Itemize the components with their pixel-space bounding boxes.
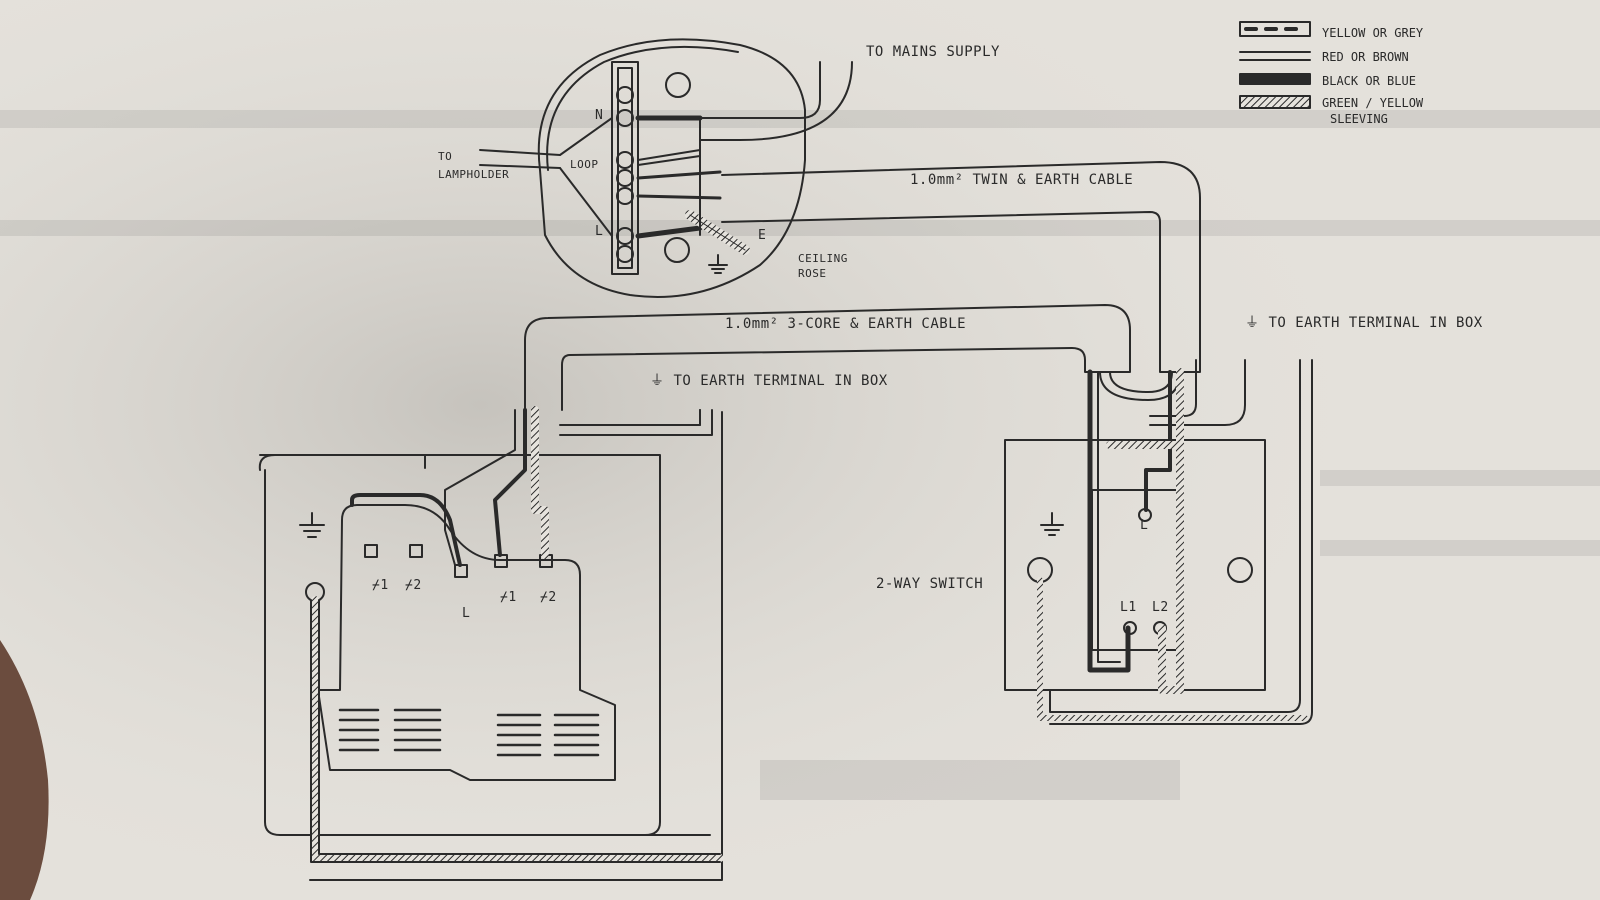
three-core-cable-label: 1.0mm² 3-CORE & EARTH CABLE — [725, 316, 967, 332]
legend-red-brown: RED OR BROWN — [1322, 50, 1409, 64]
earth-terminal-right-label: ⏚ TO EARTH TERMINAL IN BOX — [1245, 315, 1483, 331]
switch-l2-label: L2 — [1152, 600, 1169, 615]
legend-green-yellow: GREEN / YELLOW — [1322, 96, 1424, 110]
ceiling-rose-label: CEILING — [798, 252, 848, 265]
fixing-hole-icon — [1227, 557, 1253, 583]
legend-black-blue: BLACK OR BLUE — [1322, 74, 1416, 88]
dimmer-t1a-text: 1 — [380, 578, 389, 593]
mains-supply-label: TO MAINS SUPPLY — [866, 44, 1000, 60]
earth-symbol-icon — [1040, 512, 1064, 536]
dimmer-terminal-1a: ⌿1 — [372, 578, 389, 593]
ceiling-rose — [479, 38, 853, 298]
two-way-switch-label: 2-WAY SWITCH — [876, 576, 984, 592]
twin-earth-cable-label: 1.0mm² TWIN & EARTH CABLE — [910, 172, 1134, 188]
earth-terminal-right-text: TO EARTH TERMINAL IN BOX — [1268, 315, 1483, 331]
dimmer-terminal-1b: ⌿1 — [500, 590, 517, 605]
twin-earth-cable — [721, 161, 1201, 373]
dimmer-t2b-text: 2 — [548, 590, 557, 605]
terminal-loop-label: LOOP — [570, 158, 599, 171]
earth-symbol-icon — [299, 512, 325, 538]
terminal-l-label: L — [595, 224, 604, 239]
switch-l-label: L — [1140, 518, 1149, 533]
terminal-n-label: N — [595, 108, 604, 123]
dimmer-t2a-text: 2 — [413, 578, 422, 593]
hand-shadow — [0, 640, 49, 900]
legend-sleeving: SLEEVING — [1330, 112, 1388, 126]
dimmer-box — [258, 406, 724, 881]
dimmer-t1b-text: 1 — [508, 590, 517, 605]
to-lampholder-label: TO — [438, 150, 453, 163]
dimmer-terminal-2a: ⌿2 — [405, 578, 422, 593]
dimmer-l-label: L — [462, 606, 471, 621]
fixing-hole-icon — [665, 72, 691, 98]
terminal-e-label: E — [758, 228, 767, 243]
earth-terminal-left-label: ⏚ TO EARTH TERMINAL IN BOX — [650, 373, 888, 389]
fixing-hole-icon — [664, 237, 690, 263]
dimmer-terminal-2b: ⌿2 — [540, 590, 557, 605]
switch-l1-label: L1 — [1120, 600, 1137, 615]
legend — [1239, 21, 1311, 109]
switch-box — [1004, 359, 1313, 725]
lampholder-label: LAMPHOLDER — [438, 168, 510, 181]
earth-symbol-icon — [708, 254, 728, 274]
earth-terminal-left-text: TO EARTH TERMINAL IN BOX — [673, 373, 888, 389]
rose-label: ROSE — [798, 267, 827, 280]
legend-yellow-grey: YELLOW OR GREY — [1322, 26, 1424, 40]
